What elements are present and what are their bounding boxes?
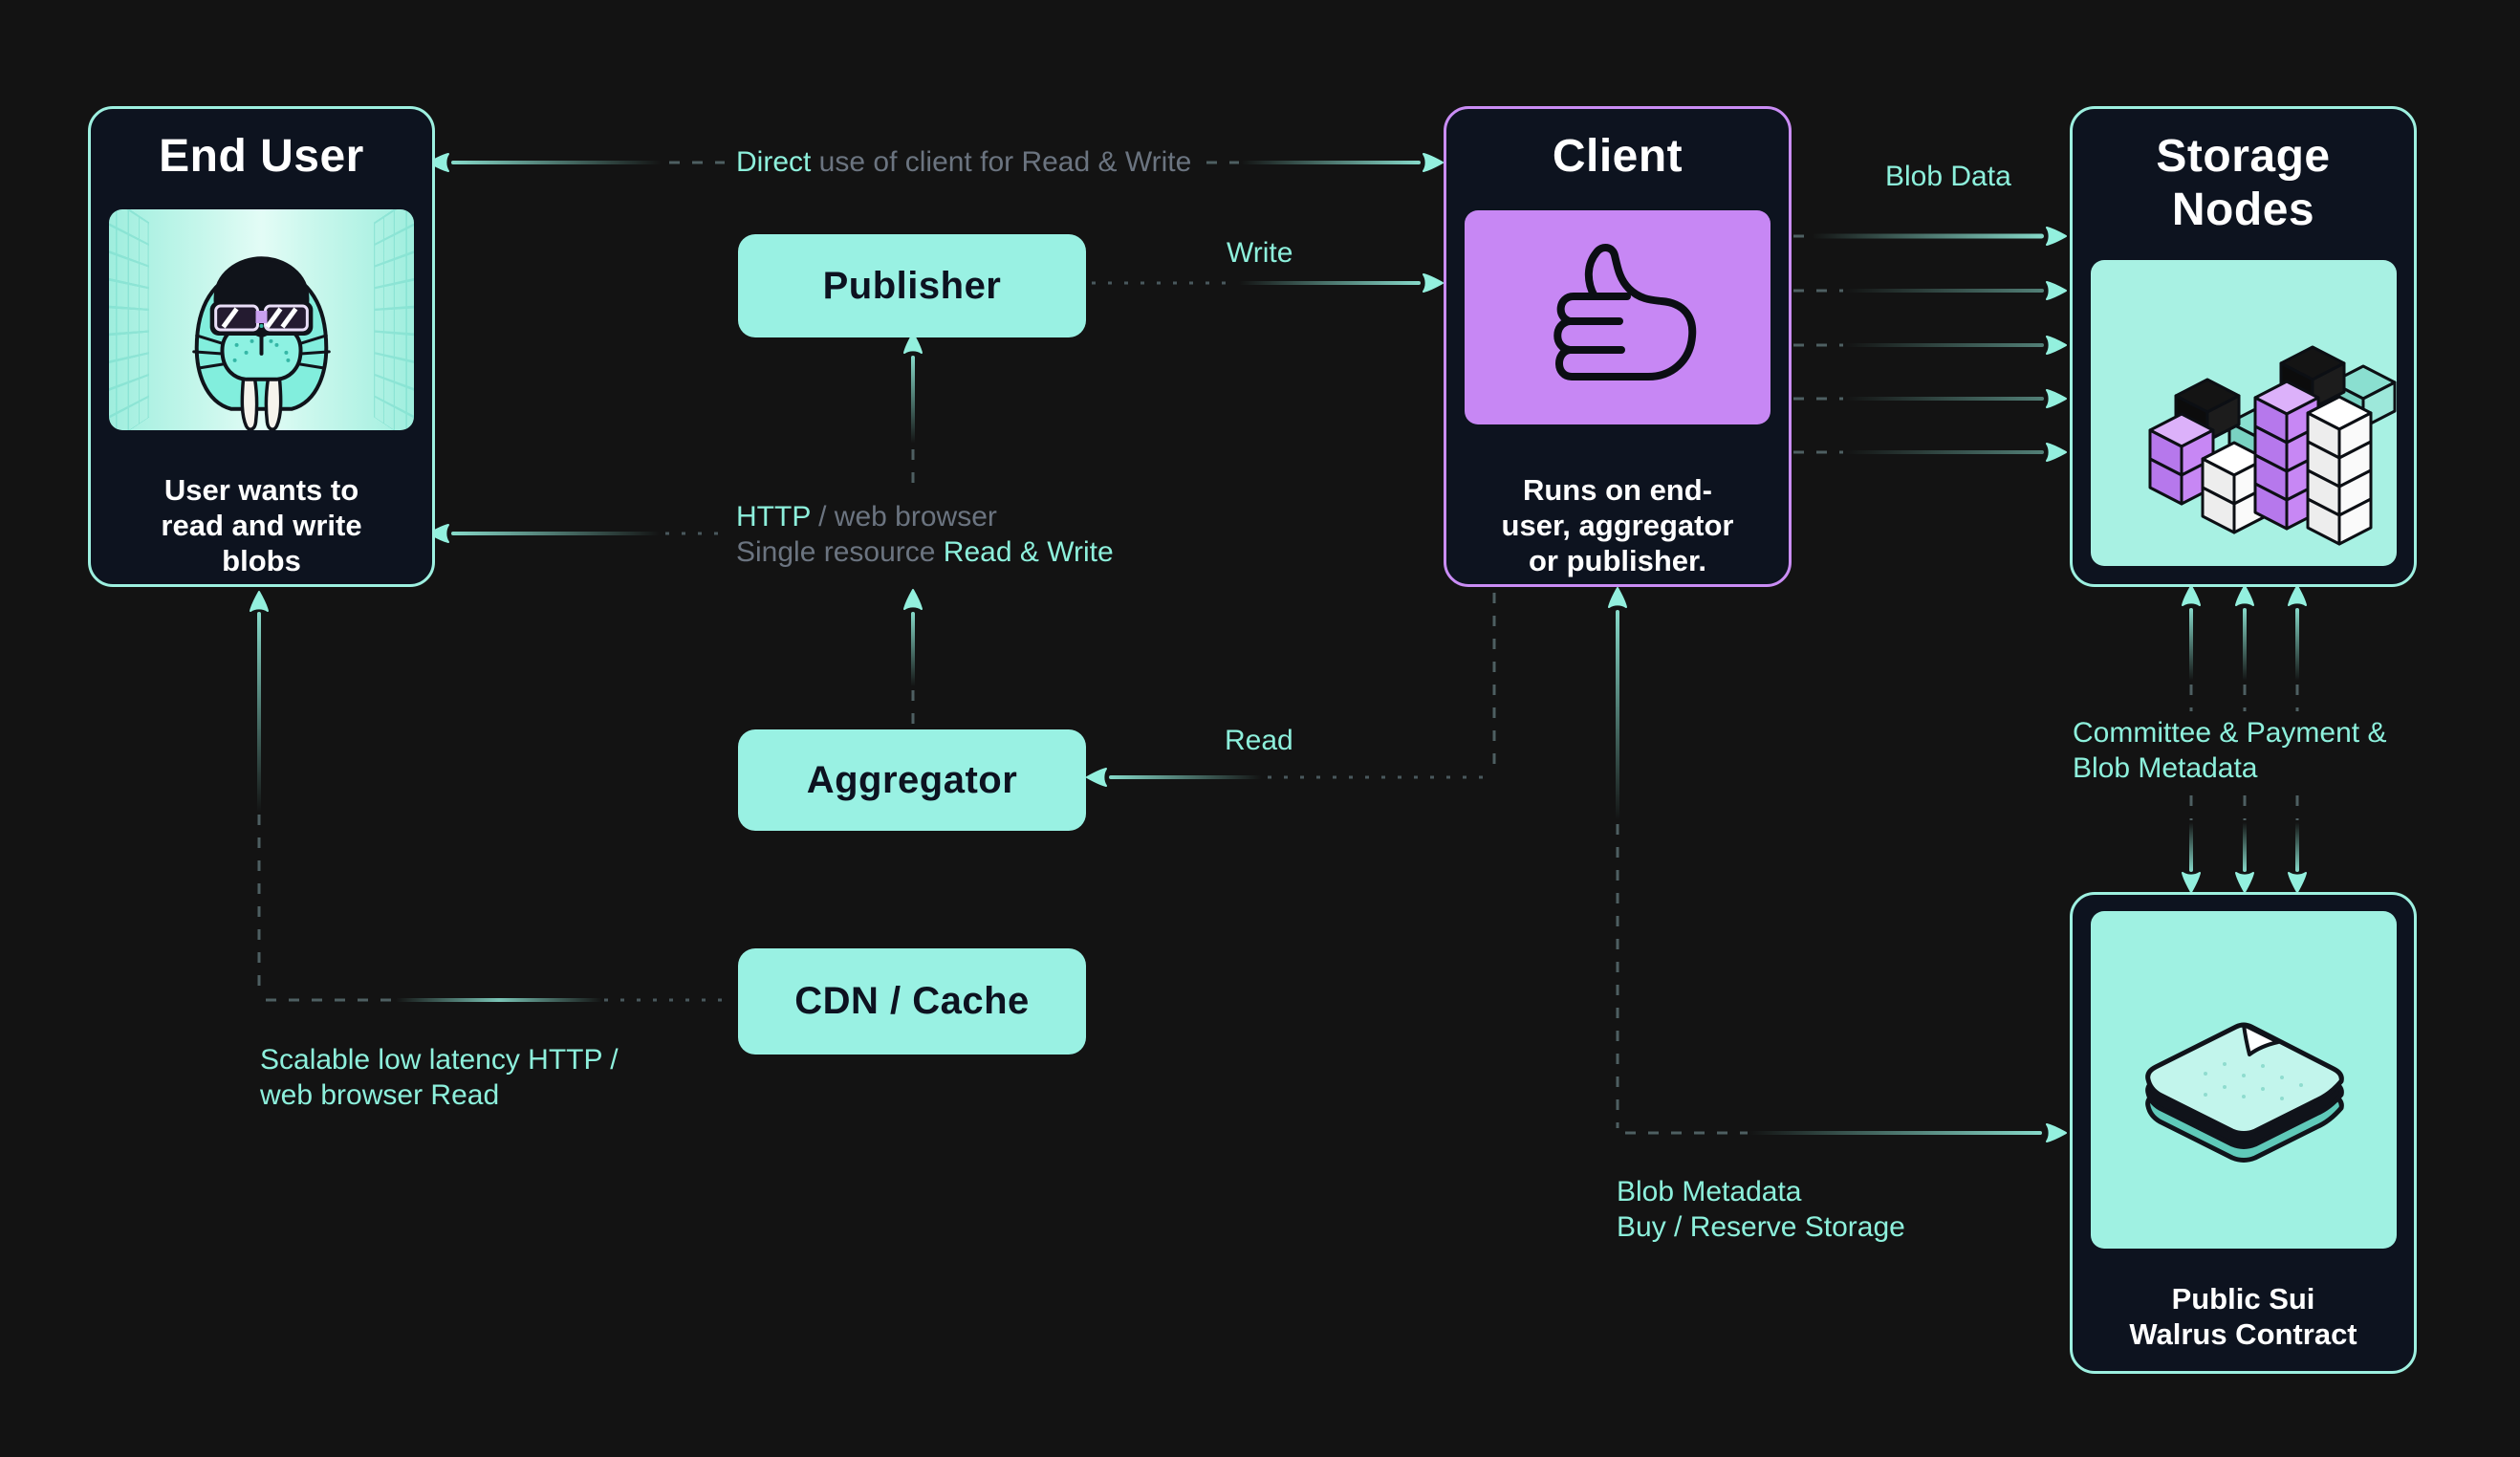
read-label: Read (1225, 725, 1293, 756)
wire-client-storage (1793, 227, 2067, 462)
contract-image-panel (2091, 911, 2397, 1249)
wire-publisher-client (1092, 273, 1444, 293)
http-highlight: HTTP (736, 501, 811, 533)
single-resource-text: Single resource (736, 536, 944, 568)
client-card: Client Runs on end-user, aggregator or p… (1444, 106, 1792, 587)
client-image-panel (1465, 210, 1771, 424)
scalable-read-label: Scalable low latency HTTP / web browser … (260, 1042, 619, 1113)
cdn-cache-node: CDN / Cache (738, 948, 1086, 1055)
http-label: HTTP / web browser Single resource Read … (736, 499, 1114, 570)
wire-client-contract (1608, 587, 2067, 1142)
storage-nodes-image-panel (2091, 260, 2397, 566)
http-label-line2: Single resource Read & Write (736, 534, 1114, 570)
end-user-card: End User (88, 106, 435, 587)
end-user-image-panel (109, 209, 414, 430)
blob-metadata-label: Blob Metadata Buy / Reserve Storage (1617, 1174, 1905, 1245)
storage-cubes-icon (2148, 345, 2397, 546)
http-rest: / web browser (810, 501, 997, 533)
end-user-title: End User (159, 131, 364, 182)
direct-use-label: Direct use of client for Read & Write (736, 144, 1191, 180)
wire-http-enduser (428, 524, 727, 543)
publisher-node: Publisher (738, 234, 1086, 337)
direct-use-rest: use of client for Read & Write (811, 146, 1192, 178)
storage-nodes-title: Storage Nodes (2156, 131, 2331, 235)
end-user-caption: User wants to read and write blobs (161, 473, 362, 577)
aggregator-node: Aggregator (738, 729, 1086, 831)
sui-contract-card: Public Sui Walrus Contract (2070, 892, 2417, 1374)
direct-use-highlight: Direct (736, 146, 812, 178)
cdn-cache-label: CDN / Cache (794, 980, 1030, 1022)
wire-cdn-enduser (250, 591, 728, 1002)
scalable-read-line2: web browser Read (260, 1079, 500, 1111)
storage-nodes-card: Storage Nodes (2070, 106, 2417, 587)
read-write-highlight: Read & Write (943, 536, 1114, 568)
committee-label: Committee & Payment & Blob Metadata (2073, 715, 2386, 786)
client-caption: Runs on end-user, aggregator or publishe… (1501, 473, 1734, 577)
write-label: Write (1227, 237, 1293, 269)
walrus-icon (192, 256, 331, 430)
scalable-read-line1: Scalable low latency HTTP / (260, 1044, 619, 1076)
client-title: Client (1552, 131, 1684, 182)
http-label-line1: HTTP / web browser (736, 499, 1114, 534)
publisher-label: Publisher (822, 264, 1002, 307)
blob-metadata-line1: Blob Metadata (1617, 1176, 1802, 1207)
committee-label-line1: Committee & Payment & (2073, 717, 2387, 749)
sui-contract-caption: Public Sui Walrus Contract (2129, 1282, 2357, 1351)
blob-metadata-line2: Buy / Reserve Storage (1617, 1211, 1905, 1243)
contract-papers-icon (2145, 1022, 2344, 1163)
aggregator-label: Aggregator (806, 758, 1018, 801)
committee-label-line2: Blob Metadata (2073, 752, 2258, 784)
thumbs-up-icon (1553, 244, 1697, 381)
blob-data-label: Blob Data (1885, 161, 2011, 192)
